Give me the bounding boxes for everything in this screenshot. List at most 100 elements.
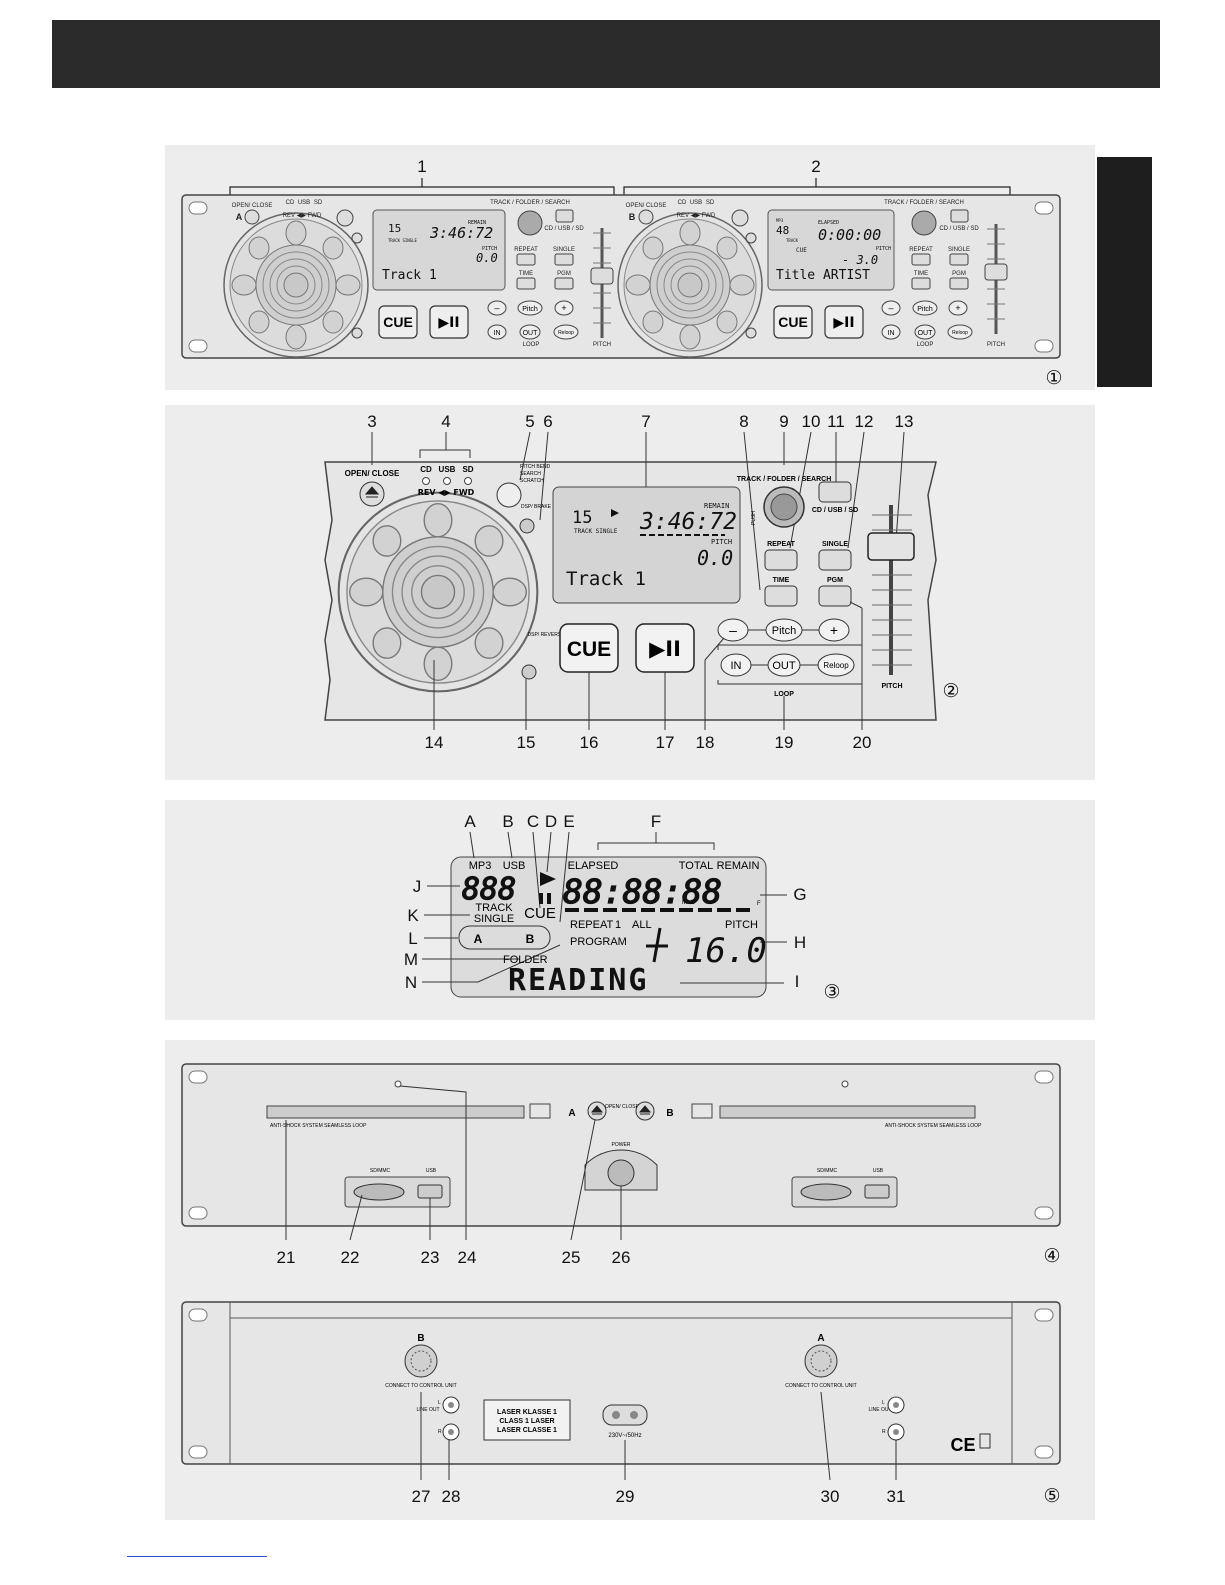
dsp-brake-button-b[interactable]	[745, 232, 757, 244]
callout-M: M	[404, 950, 418, 969]
slot-text-a: ANTI-SHOCK SYSTEM SEAMLESS LOOP	[270, 1123, 367, 1129]
time-button-b[interactable]	[911, 277, 931, 290]
repeat-button-b[interactable]	[911, 253, 931, 266]
source-label-b: CD / USB / SD	[939, 226, 979, 232]
loop-out-button-b[interactable]	[914, 324, 936, 340]
single-button-a[interactable]	[554, 253, 574, 266]
pitch-plus-button[interactable]	[818, 618, 850, 642]
lcd-time-digits: 88:88:88	[563, 872, 722, 911]
callout-6: 6	[543, 412, 552, 431]
jog-wheel-b[interactable]	[617, 212, 763, 358]
dsp-brake-button-a[interactable]	[351, 232, 363, 244]
pitch-plus-label-b: +	[955, 303, 960, 313]
lcd-b: B	[526, 932, 535, 946]
open-close-button-a[interactable]	[244, 209, 260, 225]
control-connector-a[interactable]	[804, 1344, 838, 1378]
pitch-plus-button-b[interactable]	[948, 300, 968, 316]
lcd-pitch-sign	[646, 927, 668, 963]
callout-11: 11	[827, 412, 845, 431]
reloop-button-a[interactable]	[553, 324, 579, 340]
single-button-b[interactable]	[949, 253, 969, 266]
callout-L: L	[408, 929, 417, 948]
source-button-a[interactable]	[555, 209, 574, 223]
search-knob-b[interactable]	[911, 210, 937, 236]
loop-out-button-a[interactable]	[519, 324, 541, 340]
jog-wheel[interactable]	[337, 491, 539, 693]
lcd-folder: FOLDER	[503, 954, 548, 966]
callout-I: I	[795, 972, 800, 991]
play-pause-button-b[interactable]	[824, 305, 864, 339]
time-button-a[interactable]	[516, 277, 536, 290]
repeat-button[interactable]	[764, 549, 798, 571]
pitch-button-b[interactable]	[912, 300, 938, 316]
pitch-minus-button-b[interactable]	[881, 300, 901, 316]
open-close-button-b[interactable]	[638, 209, 654, 225]
source-cd: CD	[420, 465, 432, 474]
pitch-minus-button-a[interactable]	[487, 300, 507, 316]
jog-wheel-a[interactable]	[223, 212, 369, 358]
source-sd-a: SD	[314, 200, 323, 206]
loop-in-button-b[interactable]	[881, 324, 901, 340]
lcd-mp3: MP3	[469, 860, 492, 872]
mode-button-a[interactable]	[336, 209, 354, 227]
eject-icon	[364, 486, 380, 498]
pgm-button-b[interactable]	[949, 277, 969, 290]
lcd-a-pitch-label: PITCH	[482, 246, 497, 252]
dsp-brake-label: DSP/ BRAKE	[521, 504, 552, 510]
dsp-reverse-button-a[interactable]	[351, 327, 363, 339]
mode-button-b[interactable]	[731, 209, 749, 227]
deck-a: A OPEN/ CLOSE CD USB SD REV ◀▶ FWD 15 TR…	[223, 200, 615, 358]
dsp-brake-button[interactable]	[519, 518, 535, 534]
leader-lines-bottom	[433, 601, 863, 730]
power-inlet[interactable]	[602, 1404, 648, 1426]
source-button[interactable]	[818, 481, 852, 503]
cd-slot-b	[719, 1105, 976, 1119]
power-button[interactable]	[607, 1159, 635, 1187]
dsp-reverse-button-b[interactable]	[745, 327, 757, 339]
callout-E: E	[563, 812, 574, 831]
loop-out-button[interactable]	[767, 653, 801, 677]
loop-in-button[interactable]	[720, 653, 752, 677]
sd-slot-b[interactable]	[800, 1183, 852, 1201]
pitch-button[interactable]	[765, 618, 803, 642]
usb-port-b[interactable]	[864, 1184, 890, 1199]
cue-button-a[interactable]	[378, 305, 418, 339]
callout-J: J	[413, 877, 422, 896]
mode-button[interactable]	[496, 482, 522, 508]
leader-lines-top	[371, 431, 905, 591]
cue-button-b[interactable]	[773, 305, 813, 339]
lcd-a-track-single: TRACK SINGLE	[388, 238, 417, 243]
loop-in-button-a[interactable]	[487, 324, 507, 340]
r-label-b: R	[438, 1429, 442, 1435]
pgm-button-a[interactable]	[554, 277, 574, 290]
control-connector-b-pins	[410, 1350, 432, 1372]
pitch-button-a[interactable]	[517, 300, 543, 316]
usb-port-a[interactable]	[417, 1184, 443, 1199]
callout-H: H	[794, 933, 806, 952]
figure-2: ② 3 4 5 6 7 8 9 10 11 12 13	[324, 412, 960, 752]
control-connector-b[interactable]	[404, 1344, 438, 1378]
search-knob-a[interactable]	[517, 210, 543, 236]
pgm-button[interactable]	[818, 585, 852, 607]
time-button[interactable]	[764, 585, 798, 607]
pitch-plus-button-a[interactable]	[554, 300, 574, 316]
sd-slot-a[interactable]	[353, 1183, 405, 1201]
lcd-pitch: 0.0	[697, 546, 733, 570]
lcd-track-digits: 888	[462, 872, 516, 907]
cd-logo-a-icon	[529, 1103, 551, 1119]
dsp-reverse-button[interactable]	[521, 664, 537, 680]
play-pause-button-a[interactable]	[429, 305, 469, 339]
callout-B: B	[502, 812, 513, 831]
pitch-fader-knob[interactable]	[867, 532, 915, 561]
power-inlet-pin-2	[630, 1411, 638, 1419]
led-sd	[464, 477, 472, 485]
single-button[interactable]	[818, 549, 852, 571]
reloop-button[interactable]	[817, 653, 855, 677]
callout-23: 23	[421, 1248, 440, 1267]
repeat-button-a[interactable]	[516, 253, 536, 266]
pitch-minus-button[interactable]	[717, 618, 749, 642]
play-pause-label: ▶II	[649, 637, 681, 661]
source-button-b[interactable]	[950, 209, 969, 223]
lcd-pitch-label: PITCH	[711, 538, 732, 546]
reloop-button-b[interactable]	[947, 324, 973, 340]
